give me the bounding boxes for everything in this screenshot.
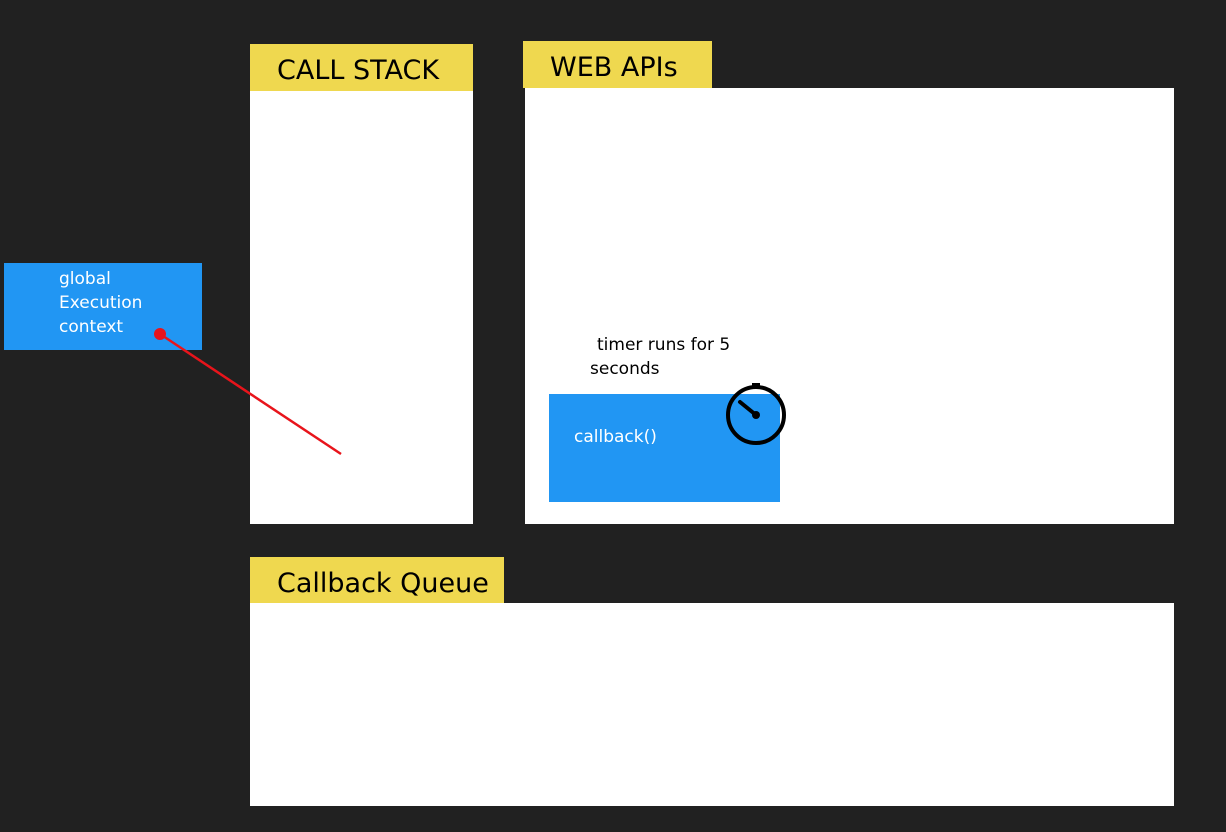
callback-queue-label: Callback Queue: [250, 557, 504, 603]
callback-label: callback(): [574, 427, 657, 447]
gec-line3: context: [59, 317, 124, 337]
global-execution-context-box: global Execution context: [4, 263, 202, 350]
gec-line2: Execution: [59, 293, 143, 313]
gec-line1: global: [59, 269, 111, 289]
callback-queue-panel: [250, 603, 1174, 806]
call-stack-label-text: CALL STACK: [277, 55, 440, 86]
callback-queue-label-text: Callback Queue: [277, 568, 489, 599]
call-stack-panel: [250, 91, 473, 524]
timer-text-line2: seconds: [590, 359, 660, 379]
call-stack-label: CALL STACK: [250, 44, 473, 91]
timer-text-line1: timer runs for 5: [597, 335, 731, 355]
web-apis-label-text: WEB APIs: [550, 52, 678, 83]
timer-description: timer runs for 5 seconds: [590, 333, 790, 381]
web-apis-label: WEB APIs: [523, 41, 712, 88]
callback-box: callback(): [549, 394, 780, 502]
